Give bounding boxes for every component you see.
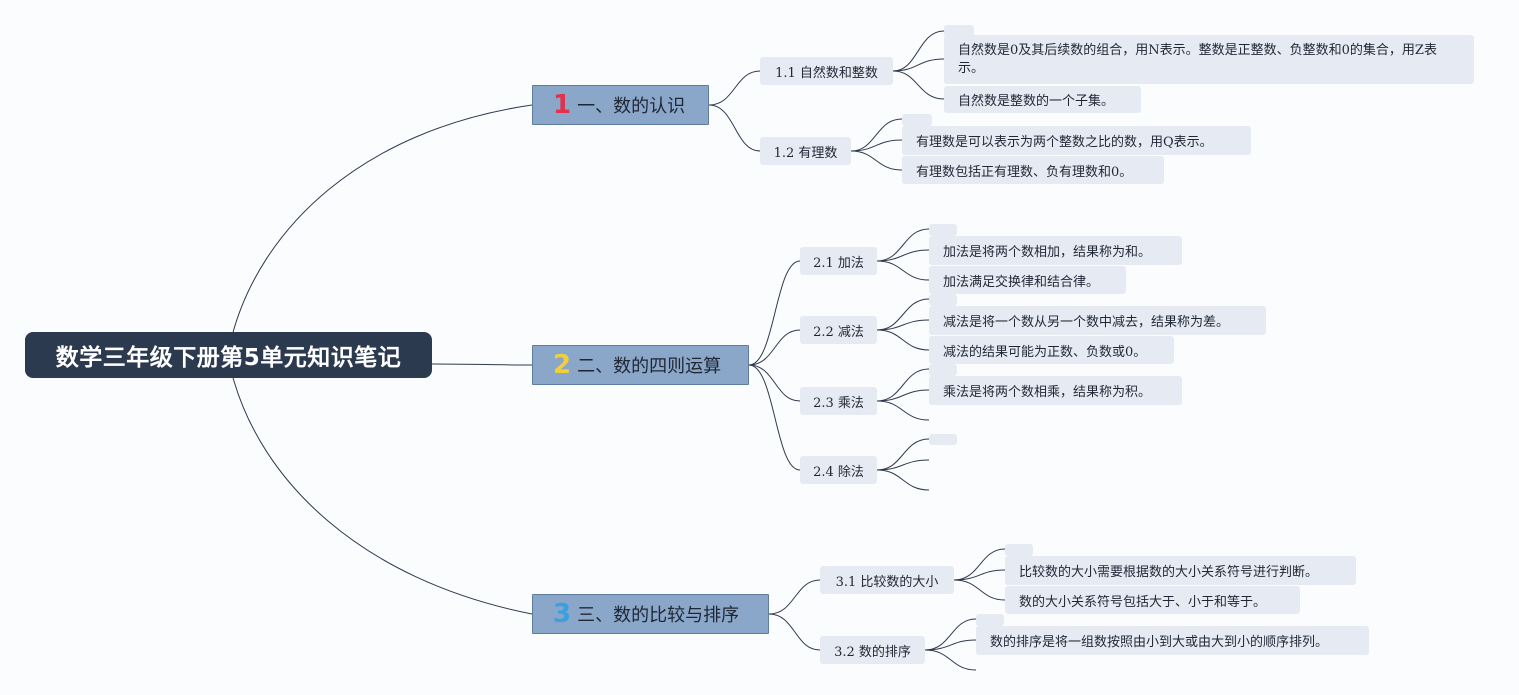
- link-sub-3-1-leaf-2: [953, 579, 1006, 601]
- leaf-1-2-1[interactable]: 有理数是可以表示为两个整数之比的数，用Q表示。: [902, 126, 1251, 155]
- branch-1-number-icon: 1: [553, 90, 572, 120]
- link-sub-2-1-leaf-2: [876, 260, 930, 281]
- link-root-branch-1: [231, 104, 533, 337]
- branch-2-topic[interactable]: 2 二、数的四则运算: [532, 345, 749, 385]
- branch-2-number-icon: 2: [553, 350, 572, 380]
- leaf-2-2-2[interactable]: 减法的结果可能为正数、负数或0。: [929, 336, 1174, 364]
- leaf-1-1-2[interactable]: 自然数是整数的一个子集。: [944, 86, 1141, 113]
- sub-topic-title: 3.2 数的排序: [834, 644, 911, 660]
- leaf-3-1-2[interactable]: 数的大小关系符号包括大于、小于和等于。: [1005, 586, 1300, 614]
- leaf-text: 自然数是0及其后续数的组合，用N表示。整数是正整数、负整数和0的集合，用Z表示。: [958, 43, 1437, 76]
- root-topic[interactable]: 数学三年级下册第5单元知识笔记: [25, 332, 432, 378]
- leaf-text: 减法是将一个数从另一个数中减去，结果称为差。: [943, 315, 1230, 330]
- branch-3-topic[interactable]: 3 三、数的比较与排序: [532, 594, 769, 634]
- sub-topic-3-2[interactable]: 3.2 数的排序: [820, 636, 925, 664]
- branch-1-topic[interactable]: 1 一、数的认识: [532, 85, 709, 125]
- leaf-2-1-2[interactable]: 加法满足交换律和结合律。: [929, 266, 1126, 294]
- link-sub-2-3-empty: [876, 400, 930, 421]
- link-root-branch-3: [231, 373, 533, 615]
- empty-leaf-stub[interactable]: [929, 224, 957, 236]
- leaf-text: 加法是将两个数相加，结果称为和。: [943, 245, 1152, 260]
- link-root-branch-2: [431, 363, 533, 366]
- empty-leaf-stub[interactable]: [929, 364, 957, 376]
- leaf-1-1-1[interactable]: 自然数是0及其后续数的组合，用N表示。整数是正整数、负整数和0的集合，用Z表示。: [944, 35, 1474, 84]
- link-sub-1-2-leaf-2: [850, 150, 903, 171]
- leaf-text: 数的大小关系符号包括大于、小于和等于。: [1019, 594, 1267, 610]
- sub-topic-1-1[interactable]: 1.1 自然数和整数: [760, 57, 893, 85]
- sub-topic-2-1[interactable]: 2.1 加法: [800, 247, 877, 275]
- branch-1-title: 一、数的认识: [577, 96, 686, 117]
- leaf-text: 数的排序是将一组数按照由小到大或由大到小的顺序排列。: [990, 635, 1329, 650]
- sub-topic-title: 2.4 除法: [813, 464, 864, 480]
- root-title: 数学三年级下册第5单元知识笔记: [55, 345, 402, 371]
- sub-topic-title: 2.1 加法: [813, 255, 864, 271]
- link-branch-1-sub-1-1: [708, 70, 761, 106]
- link-sub-2-4-empty-2: [876, 469, 930, 491]
- link-sub-2-4-empty-1: [876, 459, 930, 471]
- empty-leaf-stub[interactable]: [929, 434, 957, 445]
- link-sub-2-2-leaf-1: [876, 319, 930, 331]
- leaf-3-1-1[interactable]: 比较数的大小需要根据数的大小关系符号进行判断。: [1005, 556, 1356, 585]
- sub-topic-title: 2.3 乘法: [813, 395, 864, 411]
- sub-topic-1-2[interactable]: 1.2 有理数: [760, 137, 851, 165]
- link-sub-1-1-stub: [892, 30, 945, 72]
- sub-topic-title: 2.2 减法: [813, 324, 864, 340]
- link-sub-1-2-stub: [850, 118, 903, 152]
- link-sub-3-2-empty: [924, 649, 977, 671]
- leaf-text: 有理数包括正有理数、负有理数和0。: [916, 164, 1133, 180]
- link-sub-2-3-stub: [876, 368, 930, 402]
- link-branch-2-sub-2-2: [748, 329, 801, 366]
- leaf-2-2-1[interactable]: 减法是将一个数从另一个数中减去，结果称为差。: [929, 306, 1266, 335]
- empty-leaf-stub[interactable]: [1005, 544, 1033, 556]
- link-sub-2-1-stub: [876, 228, 930, 262]
- link-branch-3-sub-3-1: [768, 579, 821, 615]
- sub-topic-2-4[interactable]: 2.4 除法: [800, 456, 877, 484]
- leaf-text: 减法的结果可能为正数、负数或0。: [943, 344, 1147, 360]
- link-sub-2-1-leaf-1: [876, 249, 930, 262]
- branch-2-title: 二、数的四则运算: [577, 356, 722, 377]
- sub-topic-2-3[interactable]: 2.3 乘法: [800, 387, 877, 415]
- link-sub-1-1-leaf-1: [892, 58, 945, 72]
- leaf-3-2-1[interactable]: 数的排序是将一组数按照由小到大或由大到小的顺序排列。: [976, 626, 1369, 655]
- link-branch-2-sub-2-3: [748, 364, 801, 402]
- leaf-2-3-1[interactable]: 乘法是将两个数相乘，结果称为积。: [929, 376, 1182, 405]
- link-sub-2-3-leaf-1: [876, 389, 930, 402]
- sub-topic-title: 1.1 自然数和整数: [775, 65, 878, 81]
- sub-topic-title: 1.2 有理数: [773, 145, 838, 161]
- empty-leaf-stub[interactable]: [944, 25, 974, 37]
- link-sub-3-2-leaf-1: [924, 639, 977, 651]
- empty-leaf-stub[interactable]: [902, 114, 932, 126]
- leaf-text: 乘法是将两个数相乘，结果称为积。: [943, 385, 1152, 400]
- leaf-text: 自然数是整数的一个子集。: [958, 94, 1115, 109]
- sub-topic-2-2[interactable]: 2.2 减法: [800, 316, 877, 344]
- sub-topic-title: 3.1 比较数的大小: [835, 574, 939, 590]
- leaf-text: 有理数是可以表示为两个整数之比的数，用Q表示。: [916, 135, 1213, 150]
- link-branch-2-sub-2-1: [748, 260, 801, 366]
- link-sub-3-1-leaf-1: [953, 569, 1006, 581]
- leaf-text: 比较数的大小需要根据数的大小关系符号进行判断。: [1019, 565, 1319, 580]
- branch-3-number-icon: 3: [553, 599, 572, 629]
- leaf-text: 加法满足交换律和结合律。: [943, 274, 1100, 290]
- link-branch-1-sub-1-2: [708, 104, 761, 152]
- sub-topic-3-1[interactable]: 3.1 比较数的大小: [820, 566, 954, 594]
- link-branch-3-sub-3-2: [768, 613, 821, 651]
- leaf-2-1-1[interactable]: 加法是将两个数相加，结果称为和。: [929, 236, 1182, 265]
- link-sub-1-2-leaf-1: [850, 139, 903, 152]
- empty-leaf-stub[interactable]: [929, 294, 957, 306]
- branch-3-title: 三、数的比较与排序: [577, 605, 740, 626]
- link-sub-2-2-leaf-2: [876, 329, 930, 351]
- empty-leaf-stub[interactable]: [976, 614, 1004, 626]
- link-sub-1-1-leaf-2: [892, 70, 945, 100]
- link-branch-2-sub-2-4: [748, 364, 801, 471]
- leaf-1-2-2[interactable]: 有理数包括正有理数、负有理数和0。: [902, 156, 1164, 184]
